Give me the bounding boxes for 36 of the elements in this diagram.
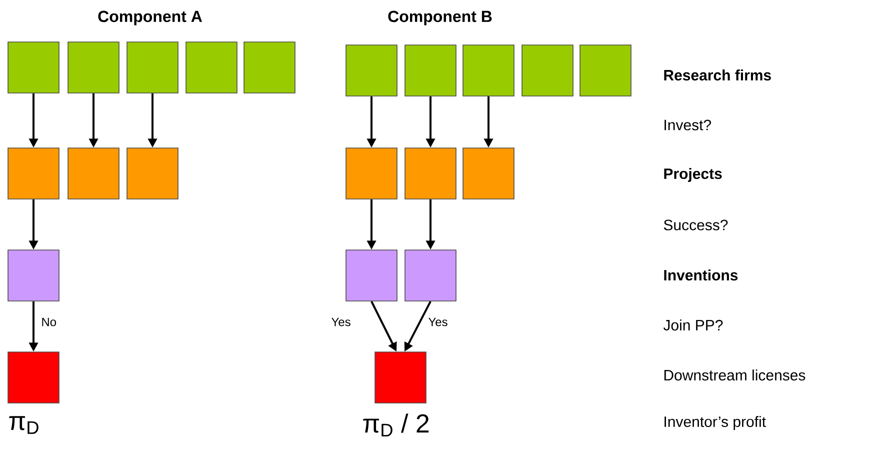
firm-box xyxy=(404,44,456,96)
firm-box xyxy=(186,42,238,94)
license-box xyxy=(8,352,60,404)
invention-box xyxy=(346,250,398,302)
row-question: Inventor’s profit xyxy=(664,416,766,430)
edge-label: No xyxy=(42,318,56,326)
row-question: Downstream licenses xyxy=(664,370,806,380)
project-box xyxy=(68,148,120,200)
firm-box xyxy=(346,44,398,96)
firm-box xyxy=(126,42,178,94)
row-question: Invest? xyxy=(664,120,711,130)
column-heading: Component B xyxy=(388,10,492,26)
project-box xyxy=(126,148,178,200)
project-box xyxy=(404,148,456,200)
firm-box xyxy=(8,42,60,94)
row-heading: Inventions xyxy=(664,270,738,280)
firm-box xyxy=(580,44,632,96)
invention-box xyxy=(8,250,60,302)
project-box xyxy=(346,148,398,200)
firm-box xyxy=(462,44,514,96)
edge-label: Yes xyxy=(332,318,350,326)
row-heading: Projects xyxy=(664,168,722,182)
invention-box xyxy=(404,250,456,302)
firm-box xyxy=(522,44,574,96)
license-box xyxy=(374,352,426,404)
row-question: Success? xyxy=(664,220,728,230)
firm-box xyxy=(244,42,296,94)
edge-label: Yes xyxy=(428,318,448,326)
project-box xyxy=(8,148,60,200)
firm-box xyxy=(68,42,120,94)
column-heading: Component A xyxy=(98,10,202,26)
profit-formula: π$_{D}$ / 2 xyxy=(363,414,429,436)
profit-formula: π$_{D}$ xyxy=(9,416,38,434)
row-heading: Research firms xyxy=(664,70,771,80)
row-question: Join PP? xyxy=(663,320,723,330)
project-box xyxy=(462,148,514,200)
